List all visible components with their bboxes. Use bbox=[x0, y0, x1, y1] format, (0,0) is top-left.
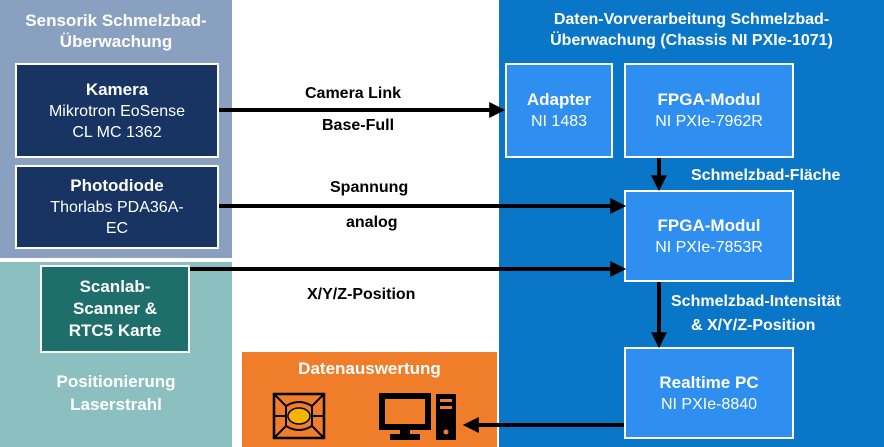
camera-link-label1: Camera Link bbox=[305, 85, 402, 102]
fpga1-box: FPGA-Modul NI PXIe-7962R bbox=[624, 63, 794, 158]
sensorik-title-line2: Überwachung bbox=[59, 32, 173, 51]
positionierung-title-line2: Laserstrahl bbox=[70, 395, 162, 414]
photodiode-title: Photodiode bbox=[70, 176, 164, 195]
scanner-line2: Scanner & bbox=[72, 299, 158, 318]
positionierung-panel: Positionierung Laserstrahl bbox=[0, 262, 232, 447]
fpga1-line1: NI PXIe-7962R bbox=[655, 113, 763, 130]
fpga2-line1: NI PXIe-7853R bbox=[655, 238, 763, 256]
photodiode-line1: Thorlabs PDA36A- bbox=[50, 199, 184, 216]
realtime-title: Realtime PC bbox=[659, 372, 759, 392]
auswertung-panel: Datenauswertung bbox=[242, 352, 497, 447]
fpga1-title: FPGA-Modul bbox=[657, 90, 761, 109]
spannung-label1: Spannung bbox=[330, 179, 409, 196]
spannung-label2: analog bbox=[346, 214, 398, 231]
melt-pool-icon bbox=[272, 392, 326, 440]
vorverarbeitung-title-line2: Überwachung (Chassis NI PXIe-1071) bbox=[550, 32, 833, 49]
position-label: X/Y/Z-Position bbox=[307, 286, 416, 303]
kamera-line2: CL MC 1362 bbox=[72, 123, 162, 141]
computer-icon bbox=[379, 393, 456, 440]
scanner-line1: Scanlab- bbox=[79, 277, 151, 296]
sensorik-title-line1: Sensorik Schmelzbad- bbox=[25, 11, 207, 30]
kamera-line1: Mikrotron EoSense bbox=[48, 102, 186, 120]
kamera-box: Kamera Mikrotron EoSense CL MC 1362 bbox=[15, 63, 219, 158]
fpga2-title: FPGA-Modul bbox=[657, 215, 761, 235]
fpga2-box: FPGA-Modul NI PXIe-7853R bbox=[624, 190, 794, 282]
intensitaet-label2: & X/Y/Z-Position bbox=[691, 317, 816, 334]
adapter-line1: NI 1483 bbox=[530, 113, 588, 130]
intensitaet-label1: Schmelzbad-Intensität bbox=[671, 293, 841, 310]
flaeche-label: Schmelzbad-Fläche bbox=[691, 167, 841, 184]
photodiode-line2: EC bbox=[105, 220, 129, 237]
kamera-title: Kamera bbox=[85, 79, 149, 99]
camera-link-label2: Base-Full bbox=[322, 117, 395, 134]
scanner-line3: RTC5 Karte bbox=[68, 321, 162, 340]
auswertung-title: Datenauswertung bbox=[298, 359, 441, 378]
realtime-line1: NI PXIe-8840 bbox=[660, 395, 758, 413]
adapter-title: Adapter bbox=[526, 90, 592, 109]
adapter-box: Adapter NI 1483 bbox=[505, 63, 613, 158]
scanner-box: Scanlab- Scanner & RTC5 Karte bbox=[40, 265, 190, 353]
positionierung-title-line1: Positionierung bbox=[56, 372, 176, 391]
vorverarbeitung-title-line1: Daten-Vorverarbeitung Schmelzbad- bbox=[553, 11, 830, 28]
photodiode-box: Photodiode Thorlabs PDA36A- EC bbox=[15, 165, 219, 249]
realtime-box: Realtime PC NI PXIe-8840 bbox=[624, 347, 794, 439]
